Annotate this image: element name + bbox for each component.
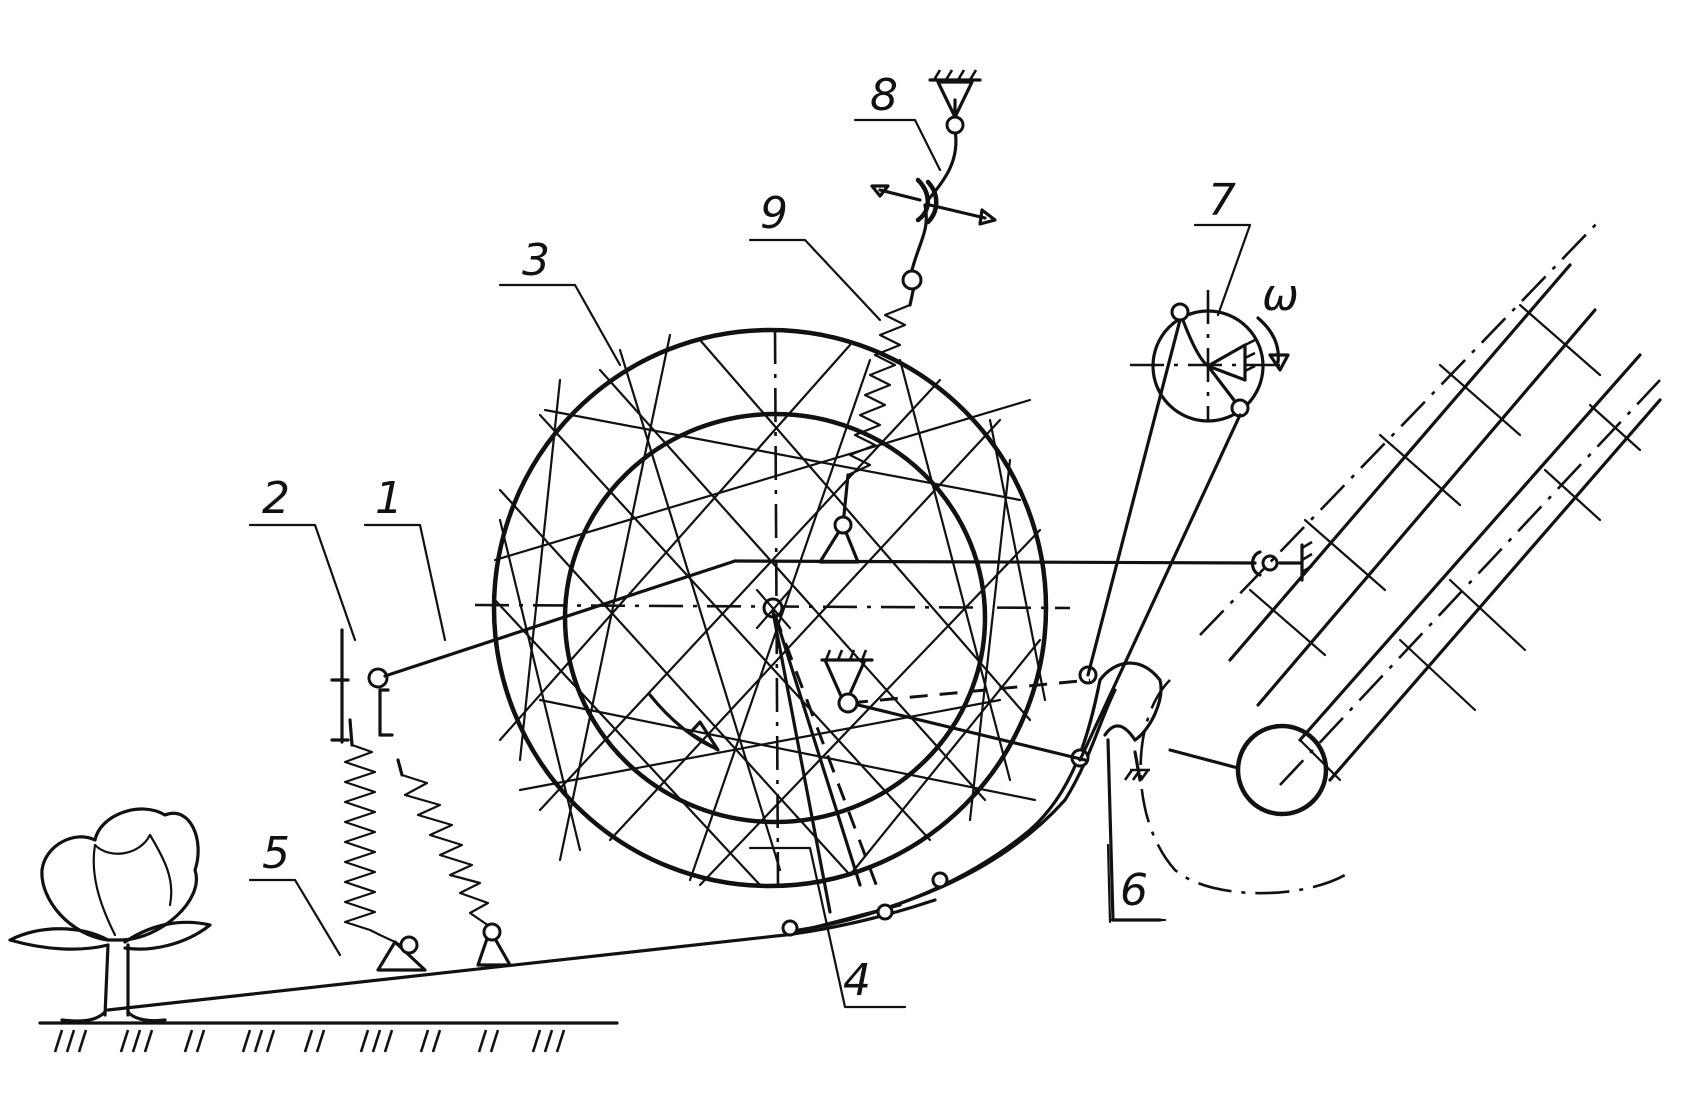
label-1: 1 [375,473,403,524]
label-6: 6 [1120,865,1148,916]
cabbage-plant [8,807,212,1023]
label-5: 5 [262,828,290,879]
ground [38,1021,619,1053]
inner-lever [820,649,1091,762]
lower-guide-bar [106,898,937,1012]
conveyor [1139,219,1662,895]
ground-support-guide [1123,750,1150,782]
label-omega: ω [1262,270,1299,321]
label-3: 3 [522,235,550,286]
label-8: 8 [870,70,898,121]
hub-links [771,610,882,914]
bracket-2 [330,628,394,744]
link-1-horizontal [733,559,1257,565]
label-2: 2 [262,473,290,524]
label-9: 9 [760,188,788,239]
spring-9 [818,269,923,564]
adjuster-8 [870,69,997,272]
label-4: 4 [843,955,871,1006]
label-7: 7 [1208,175,1236,226]
drum-3 [474,327,1071,889]
crank-7 [1078,290,1290,762]
drum-lattice [493,333,1047,887]
springs-2 [343,718,512,972]
ground-hatching [53,1029,566,1053]
leader-lines [248,118,1252,1009]
link-1 [383,559,737,678]
part-labels: 1 2 3 4 5 6 7 8 9 ω [262,70,1299,1006]
